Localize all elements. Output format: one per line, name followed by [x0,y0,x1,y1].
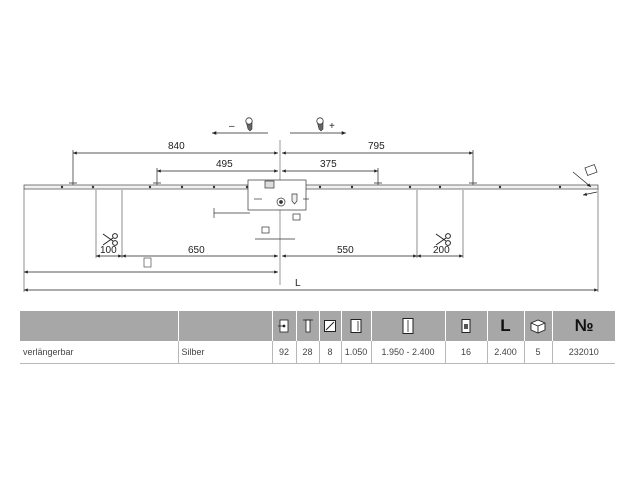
bottom-dimension-lines [24,254,598,292]
header-backset [271,311,296,341]
header-blank [20,311,178,341]
cell-finish: Silber [177,341,272,364]
cell-height-range: 1.950 - 2.400 [370,341,445,364]
spindle-square-icon [324,319,336,332]
spec-table: L № verlängerbar Silber 92 28 8 1.050 1.… [20,311,615,364]
header-article-number: № [551,311,615,341]
top-dimension-lines [72,150,474,188]
cell-spindle: 8 [318,341,341,364]
screw-minus-icon [212,117,268,135]
backset-icon [278,319,289,333]
header-spindle [318,311,341,341]
hinge-side-icon [350,318,362,333]
dimension-550: 550 [337,245,354,256]
dimension-200: 200 [433,245,450,256]
cell-variant: verlängerbar [23,347,74,357]
cell-package: 5 [523,341,552,364]
article-number-link[interactable]: 232010 [551,341,615,364]
dimension-375: 375 [320,159,337,170]
cell-length: 2.400 [486,341,524,364]
dimension-495: 495 [216,159,233,170]
cell-faceplate-width: 28 [295,341,319,364]
end-detail-icon [572,164,598,196]
table-header-row: L № [20,311,615,341]
plus-label: + [329,121,335,132]
dimension-795: 795 [368,141,385,152]
scissors-icon [435,233,451,246]
guide-lines [23,189,599,292]
header-height-range [370,311,445,341]
backset-marker [213,208,301,240]
header-length: L [486,311,524,341]
header-blank [177,311,272,341]
header-package [523,311,552,341]
bottom-marker-icon [143,257,152,268]
faceplate-width-icon [302,319,313,333]
technical-drawing: – + 840 795 495 375 [23,117,599,292]
height-range-icon [402,317,414,334]
faceplate-section-icon [461,318,471,333]
cell-hinge-side: 1.050 [340,341,371,364]
dimension-650: 650 [188,245,205,256]
header-faceplate-width [295,311,319,341]
screw-plus-icon [290,117,346,135]
header-hinge-side [340,311,371,341]
dimension-840: 840 [168,141,185,152]
scissors-icon [102,233,118,246]
table-row: verlängerbar Silber 92 28 8 1.050 1.950 … [20,341,615,364]
package-icon [530,319,546,334]
faceplate-rail [23,182,599,190]
lock-case [247,179,309,211]
cell-backset: 92 [271,341,296,364]
cell-faceplate-section: 16 [444,341,487,364]
minus-label: – [229,121,235,132]
dimension-L: L [295,278,301,289]
dimension-100: 100 [100,245,117,256]
header-faceplate-section [444,311,487,341]
